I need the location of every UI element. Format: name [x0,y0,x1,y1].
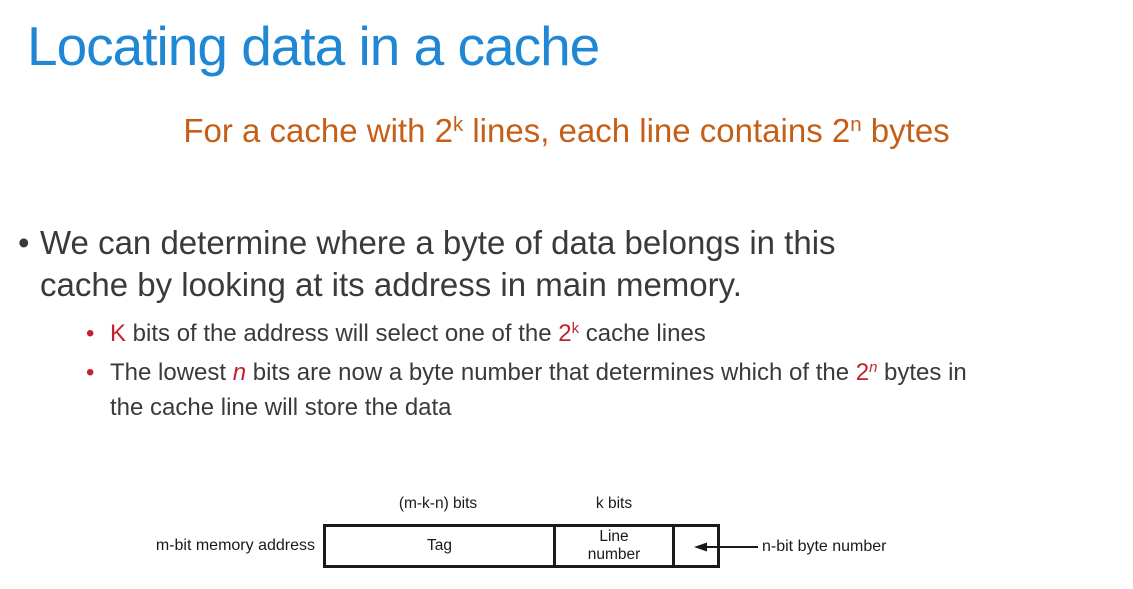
text-run: cache lines [579,320,706,347]
m-bit-address-label: m-bit memory address [155,537,315,554]
text-run: k [452,112,464,136]
memory-address-box: Tag Line number [323,524,720,568]
bullet-dot: • [86,359,95,386]
text-run: n [869,359,878,376]
bullet-dot: • [18,224,30,261]
bullet-dot: • [86,320,95,347]
left-arrow-icon [694,542,758,552]
sub-bullet-2: • The lowest n bits are now a byte numbe… [86,357,967,423]
text-run: lines, each line contains 2 [463,112,851,149]
tag-cell: Tag [427,537,452,554]
text-run: 2 [855,359,870,386]
sub-bullet-list: • K bits of the address will select one … [86,318,967,423]
text-run: The lowest [110,359,233,386]
text-run: For a cache with 2 [183,112,453,149]
text-run: K [110,320,127,347]
byte-number-cell [672,527,717,565]
main-bullet-text: We can determine where a byte of data be… [40,224,836,303]
tag-bits-label: (m-k-n) bits [398,495,478,512]
text-run: k [571,320,580,337]
n-bit-byte-label: n-bit byte number [762,538,887,555]
sub-bullet-1-text: K bits of the address will select one of… [110,318,706,353]
text-run: n [850,112,862,136]
text-run: bits of the address will select one of t… [126,320,559,347]
main-bullet: • We can determine where a byte of data … [18,222,836,306]
text-run: bits are now a byte number that determin… [246,359,856,386]
text-run: bytes [861,112,950,149]
slide-subtitle: For a cache with 2k lines, each line con… [0,108,1133,159]
sub-bullet-1: • K bits of the address will select one … [86,318,967,353]
text-run: n [232,359,247,386]
page-title: Locating data in a cache [27,15,600,77]
text-run: 2 [558,320,572,347]
sub-bullet-2-text: The lowest n bits are now a byte number … [110,357,967,423]
line-number-cell: Line number [553,527,672,565]
text-run: bytes in the cache line will store the d… [110,359,967,421]
k-bits-label: k bits [595,495,633,512]
